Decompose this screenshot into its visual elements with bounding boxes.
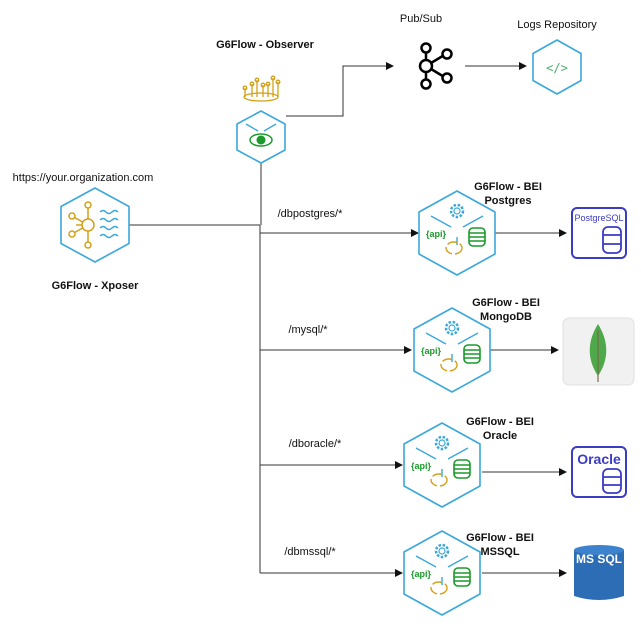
sync-icon <box>445 241 463 255</box>
sync-icon <box>430 473 448 487</box>
database-icon <box>453 567 471 587</box>
hub-icon <box>68 201 95 249</box>
bei-subtitle-oracle: Oracle <box>483 430 517 442</box>
hexagon-shape <box>532 39 582 95</box>
route-label-postgres: /dbpostgres/* <box>278 208 344 220</box>
api-icon: {api} <box>411 569 432 579</box>
xposer-title: G6Flow - Xposer <box>52 280 140 292</box>
postgresql-db-icon[interactable]: PostgreSQL <box>571 207 627 259</box>
api-icon: {api} <box>411 461 432 471</box>
observer-title: G6Flow - Observer <box>216 39 315 51</box>
connectors <box>128 62 567 577</box>
hexagon-shape <box>60 187 130 263</box>
postgresql-label: PostgreSQL <box>574 213 623 223</box>
mssql-db-icon[interactable]: MS SQL <box>574 545 624 600</box>
pubsub-label: Pub/Sub <box>400 13 442 25</box>
mssql-label: MS SQL <box>576 552 622 566</box>
kafka-icon[interactable] <box>418 42 453 90</box>
bei-title-oracle: G6Flow - BEI <box>466 416 534 428</box>
logs-label: Logs Repository <box>517 19 597 31</box>
code-icon: </> <box>546 61 568 75</box>
oracle-db-icon[interactable]: Oracle <box>571 446 627 498</box>
eye-icon <box>249 133 273 147</box>
database-icon <box>463 344 481 364</box>
oracle-label: Oracle <box>577 451 621 467</box>
route-label-oracle: /dboracle/* <box>289 438 342 450</box>
xposer-node[interactable] <box>60 187 130 263</box>
hexagon-shape <box>403 530 481 616</box>
hexagon-shape <box>418 190 496 276</box>
observer-to-pubsub-edge <box>286 62 394 117</box>
route-label-mongodb: /mysql/* <box>288 324 328 336</box>
gear-icon <box>434 543 450 559</box>
waves-icon <box>99 209 119 239</box>
bei-title-postgres: G6Flow - BEI <box>474 181 542 193</box>
bei-title-mongodb: G6Flow - BEI <box>472 297 540 309</box>
logs-repository-node[interactable] <box>532 39 582 95</box>
bei-title-mssql: G6Flow - BEI <box>466 532 534 544</box>
database-icon <box>468 227 486 247</box>
sync-icon <box>430 581 448 595</box>
bei-node-oracle[interactable]: {api} <box>403 422 481 508</box>
bei-subtitle-postgres: Postgres <box>484 195 531 207</box>
mongodb-icon[interactable] <box>562 317 635 386</box>
database-icon <box>453 459 471 479</box>
sync-icon <box>440 358 458 372</box>
gear-icon <box>444 320 460 336</box>
api-icon: {api} <box>426 229 447 239</box>
api-icon: {api} <box>421 346 442 356</box>
hexagon-shape <box>403 422 481 508</box>
gear-icon <box>434 435 450 451</box>
crown-sensor-icon <box>242 75 281 102</box>
hexagon-shape <box>413 307 491 393</box>
bei-node-mssql[interactable]: {api} <box>403 530 481 616</box>
bei-node-mongodb[interactable]: {api} <box>413 307 491 393</box>
bei-subtitle-mssql: MSSQL <box>480 546 519 558</box>
xposer-url: https://your.organization.com <box>13 172 154 184</box>
bei-subtitle-mongodb: MongoDB <box>480 311 532 323</box>
bei-node-postgres[interactable]: {api} <box>418 190 496 276</box>
gear-icon <box>449 203 465 219</box>
route-label-mssql: /dbmssql/* <box>284 546 336 558</box>
